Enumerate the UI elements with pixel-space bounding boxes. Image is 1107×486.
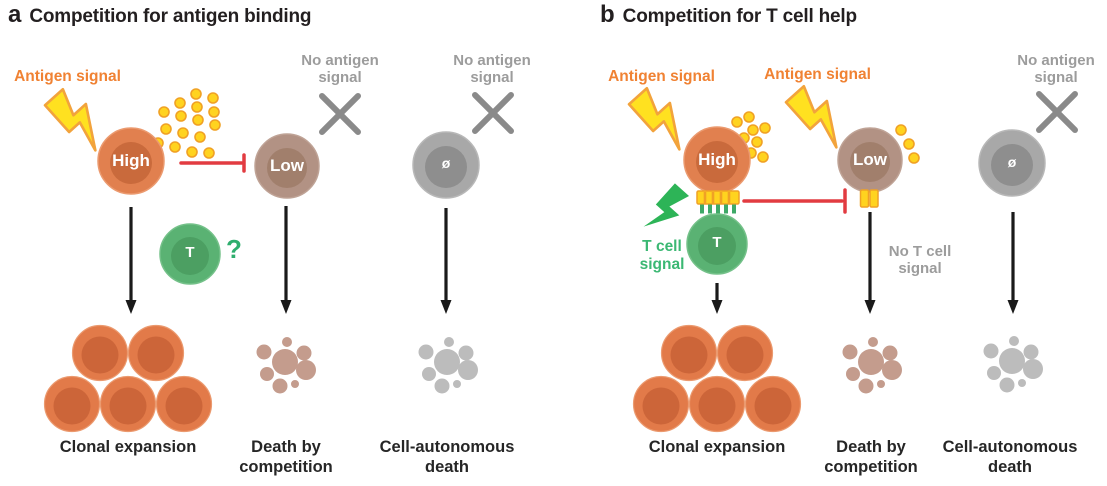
outcome-label-death-by-competition: Death by competition xyxy=(239,438,333,477)
down-arrows xyxy=(125,206,452,314)
antigen-dots xyxy=(895,124,920,164)
no-t-cell-signal-label: No T cell signal xyxy=(888,243,952,278)
outcome-label-cell-autonomous-death: Cell-autonomous death xyxy=(379,438,515,477)
inhibition-arrow xyxy=(742,188,847,214)
clonal-expansion-cells xyxy=(43,324,213,433)
t-cell-label: T xyxy=(185,244,195,261)
null-cell xyxy=(978,129,1046,197)
t-cell-signal-label: T cell signal xyxy=(639,238,685,273)
low-cell-label: Low xyxy=(853,150,887,169)
outcome-label-clonal-expansion: Clonal expansion xyxy=(648,438,786,456)
lightning-bolt-green-icon xyxy=(639,183,694,240)
no-antigen-signal-label: No antigen signal xyxy=(301,52,379,87)
outcome-label-cell-autonomous-death: Cell-autonomous death xyxy=(942,438,1078,477)
antigen-signal-label: Antigen signal xyxy=(14,68,121,85)
low-cell-label: Low xyxy=(270,156,304,175)
antigen-signal-label: Antigen signal xyxy=(608,68,715,85)
apoptotic-cells-brown xyxy=(842,337,902,394)
null-cell-label: ø xyxy=(441,155,451,171)
x-mark-icon xyxy=(475,95,511,131)
t-cell-label: T xyxy=(712,234,722,251)
low-cell xyxy=(837,127,903,193)
high-cell-label: High xyxy=(698,150,736,169)
antigen-signal-label: Antigen signal xyxy=(764,66,871,83)
apoptotic-cells-gray xyxy=(418,337,478,394)
clonal-expansion-cells xyxy=(632,324,802,433)
high-cell xyxy=(97,127,165,195)
no-antigen-signal-label: No antigen signal xyxy=(453,52,531,87)
outcome-label-death-by-competition: Death by competition xyxy=(824,438,918,477)
antigen-dots xyxy=(152,88,221,159)
question-mark: ? xyxy=(226,234,242,264)
null-cell xyxy=(412,131,480,199)
t-cell xyxy=(159,223,221,285)
inhibition-arrow xyxy=(179,153,246,173)
panel-b-title-text: Competition for T cell help xyxy=(622,6,857,27)
antigen-dots xyxy=(731,111,771,163)
low-cell xyxy=(254,133,320,199)
receptor-stub xyxy=(859,189,879,208)
panel-a-title: a Competition for antigen binding xyxy=(8,1,312,29)
down-arrows xyxy=(711,212,1019,314)
no-antigen-signal-label: No antigen signal xyxy=(1017,52,1095,87)
panel-b-title: b Competition for T cell help xyxy=(600,1,857,29)
null-cell-label: ø xyxy=(1007,154,1017,170)
x-mark-icon xyxy=(322,96,358,132)
x-mark-icon xyxy=(1039,94,1075,130)
apoptotic-cells-gray xyxy=(983,336,1043,393)
outcome-label-clonal-expansion: Clonal expansion xyxy=(59,438,197,456)
immune-synapse-zipper xyxy=(696,190,740,214)
t-cell xyxy=(686,213,748,275)
high-cell-label: High xyxy=(112,151,150,170)
lightning-bolt-icon xyxy=(627,82,699,156)
panel-b-letter: b xyxy=(600,1,615,28)
panel-a-letter: a xyxy=(8,1,22,28)
high-cell xyxy=(683,126,751,194)
panel-a-title-text: Competition for antigen binding xyxy=(29,6,312,27)
apoptotic-cells-brown xyxy=(256,337,316,394)
